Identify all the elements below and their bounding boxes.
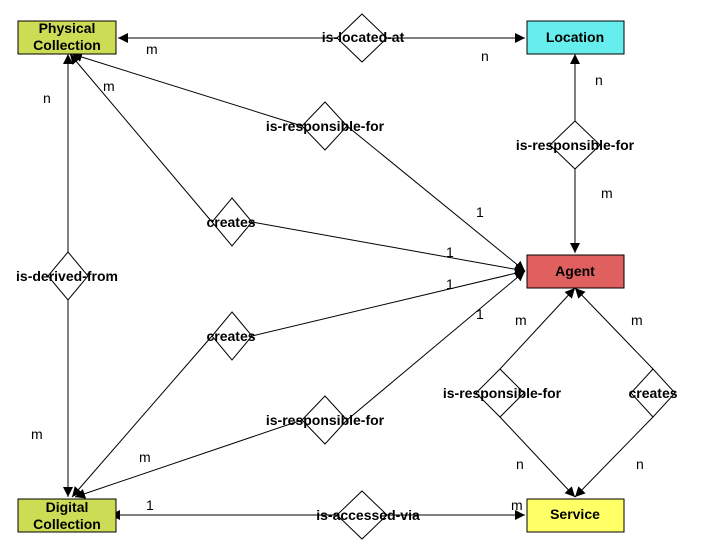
card-dig-m: m — [139, 449, 151, 465]
diamond-resp-phys — [301, 101, 348, 151]
diamond-resp-dig — [301, 395, 348, 445]
digital-collection-box — [17, 498, 117, 533]
service-box — [526, 498, 625, 533]
card-resp-phys-agent: 1 — [476, 204, 484, 220]
edge-digresp-agent — [346, 270, 526, 421]
entity-location: Location — [526, 20, 625, 55]
edge-physresp-phys — [71, 52, 303, 127]
entity-agent: Agent — [526, 254, 625, 289]
diamond-resp-service — [475, 368, 525, 418]
physical-collection-label-1: Physical — [39, 20, 96, 36]
card-derived-phys: n — [43, 90, 51, 106]
label-is-accessed-via: is-accessed-via — [316, 507, 420, 523]
location-label: Location — [546, 29, 604, 45]
diamond-resp-loc — [549, 120, 601, 170]
label-resp-service: is-responsible-for — [443, 385, 562, 401]
diamond-creates-dig — [211, 311, 253, 361]
service-label: Service — [550, 506, 600, 522]
label-is-located-at: is-located-at — [322, 29, 405, 45]
card-locresp-loc: n — [595, 72, 603, 88]
edge-servresp-agent — [499, 287, 576, 370]
edge-creates-phys — [69, 53, 213, 223]
edge-creates2-agent — [251, 268, 526, 337]
card-accessed-service: m — [511, 497, 523, 513]
card-derived-dig: m — [31, 426, 43, 442]
digital-collection-label-1: Digital — [46, 499, 89, 515]
card-creates-phys-phys: m — [103, 78, 115, 94]
entity-digital-collection: Digital Collection — [17, 498, 117, 533]
card-resp-dig-agent: 1 — [476, 306, 484, 322]
diamond-creates-phys — [211, 197, 253, 247]
edge-creates2-dig — [71, 335, 213, 498]
diamond-creates-service — [630, 368, 676, 418]
label-creates-service: creates — [628, 385, 677, 401]
label-resp-dig: is-responsible-for — [266, 412, 385, 428]
diamond-is-located-at — [336, 13, 388, 63]
card-locresp-agent: m — [601, 185, 613, 201]
card-servcreates-service: n — [636, 456, 644, 472]
label-is-derived-from: is-derived-from — [16, 268, 118, 284]
label-creates-dig: creates — [206, 328, 255, 344]
agent-box — [526, 254, 625, 289]
entity-physical-collection: Physical Collection — [17, 20, 117, 55]
card-creates-phys-agent: 1 — [446, 244, 454, 260]
card-servresp-agent: m — [515, 312, 527, 328]
physical-collection-box — [17, 20, 117, 55]
edge-physresp-agent — [346, 125, 526, 272]
card-located-phys: m — [146, 41, 158, 57]
digital-collection-label-2: Collection — [33, 516, 101, 532]
entity-service: Service — [526, 498, 625, 533]
edge-servcreates-service — [574, 416, 654, 498]
card-servresp-service: n — [516, 456, 524, 472]
edge-servcreates-agent — [574, 287, 654, 370]
agent-label: Agent — [555, 263, 595, 279]
label-creates-phys: creates — [206, 214, 255, 230]
card-accessed-dig: 1 — [146, 497, 154, 513]
diamond-is-derived-from — [47, 251, 89, 301]
label-resp-phys: is-responsible-for — [266, 118, 385, 134]
card-located-loc: n — [481, 48, 489, 64]
location-box — [526, 20, 625, 55]
diamond-is-accessed-via — [336, 490, 388, 540]
card-servcreates-agent: m — [631, 312, 643, 328]
physical-collection-label-2: Collection — [33, 37, 101, 53]
edge-creates-agent — [251, 221, 526, 275]
edge-servresp-service — [499, 416, 576, 498]
card-creates-dig-agent: 1 — [446, 276, 454, 292]
label-resp-loc: is-responsible-for — [516, 137, 635, 153]
edge-digresp-dig — [74, 419, 303, 499]
